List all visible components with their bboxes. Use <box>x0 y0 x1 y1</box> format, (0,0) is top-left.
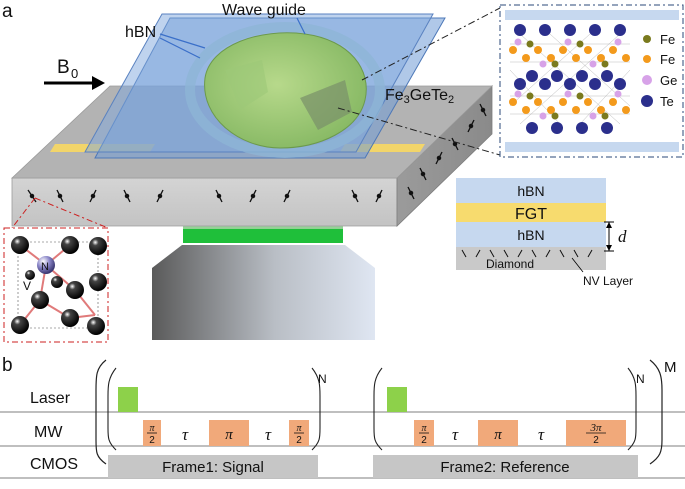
nv-layer-label: NV Layer <box>583 274 633 288</box>
atom-legend: Fe Fe Ge Te <box>641 32 677 109</box>
seq1-bracket-right <box>311 367 321 451</box>
outer-bracket-left <box>95 359 107 465</box>
legend-fe-orange: Fe <box>660 52 675 67</box>
legend-ge: Ge <box>660 73 677 88</box>
panel-a-label: a <box>2 1 13 22</box>
inset-hbn-bottom <box>505 142 679 152</box>
panel-b-label: b <box>2 355 13 376</box>
legend-marker-ge <box>642 75 652 85</box>
nv-cell-edges <box>17 241 99 329</box>
laser-spot <box>183 229 343 243</box>
seq2-laser-pulse <box>387 387 407 412</box>
panel-a: a <box>2 1 684 343</box>
stack-nv-arrows <box>461 249 593 258</box>
row-label-cmos: CMOS <box>30 456 78 473</box>
seq1-tau-1: τ <box>182 425 189 444</box>
fe-olive-atoms <box>526 40 609 120</box>
nv-layer-leader <box>571 257 584 273</box>
waveguide-label: Wave guide <box>222 2 306 19</box>
seq2-mw-pulse-3-den: 2 <box>593 435 599 446</box>
seq1-mw-pulse-2-label: π <box>225 427 233 443</box>
legend-marker-fe-orange <box>643 55 651 63</box>
stack-fgt-label: FGT <box>515 206 547 223</box>
hbn-leader-2 <box>159 37 201 59</box>
fgt-flake <box>204 32 367 149</box>
legend-marker-te <box>641 95 653 107</box>
seq1-mw-pulse-3-num: π <box>296 423 302 434</box>
seq1-bracket-left <box>107 367 117 451</box>
b0-subscript: 0 <box>71 66 78 81</box>
seq2-mw-pulse-2-label: π <box>494 427 502 443</box>
seq2-bracket-right <box>627 367 637 451</box>
distance-label: d <box>618 227 627 246</box>
seq2-mw-pulse-2 <box>478 420 518 446</box>
seq2-repeat-label: N <box>636 372 645 386</box>
seq2-mw-pulse-1-den: 2 <box>421 435 427 446</box>
seq1-mw-pulse-1-den: 2 <box>149 435 155 446</box>
sequence-signal: N π 2 τ π τ π 2 Frame1: Signal <box>107 367 327 478</box>
sequence-reference: N π 2 τ π τ 3π 2 Frame2: Reference <box>373 367 645 478</box>
stack-hbn-top <box>456 178 606 203</box>
objective-lens <box>152 245 375 340</box>
inset-connector-2 <box>337 107 501 156</box>
stack-diamond-label: Diamond <box>486 257 534 271</box>
layer-stack-diagram: hBN FGT hBN Diamond d NV Layer <box>456 178 633 288</box>
seq1-mw-pulse-1-num: π <box>149 423 155 434</box>
nv-inset-connector-2 <box>34 197 109 229</box>
carbon-atoms <box>11 236 107 335</box>
seq2-mw-pulse-3-num: 3π <box>589 422 602 434</box>
legend-fe-olive: Fe <box>660 32 675 47</box>
stack-hbn-top-label: hBN <box>517 183 544 199</box>
panel-b: b Laser MW CMOS M N π 2 τ π τ π <box>0 355 685 479</box>
ge-atoms <box>514 38 622 120</box>
seq1-repeat-label: N <box>318 372 327 386</box>
b0-arrow-head <box>92 76 105 90</box>
stack-fgt <box>456 203 606 222</box>
frame2-cmos <box>373 455 638 478</box>
distance-arrow-up <box>606 222 612 228</box>
legend-marker-fe-olive <box>643 35 651 43</box>
seq2-bracket-left <box>373 367 383 451</box>
seq2-mw-pulse-1-num: π <box>421 423 427 434</box>
hbn-leader-1 <box>159 33 206 49</box>
stack-hbn-bottom <box>456 222 606 247</box>
fe-orange-atoms <box>509 46 630 114</box>
outer-bracket-right <box>649 359 663 465</box>
stack-hbn-bottom-label: hBN <box>517 227 544 243</box>
b0-symbol: B <box>57 57 70 78</box>
nv-center-inset: N V <box>3 227 109 343</box>
distance-arrow-down <box>606 245 612 251</box>
nv-spin-arrows-side <box>407 103 487 200</box>
legend-te: Te <box>660 94 674 109</box>
row-label-laser: Laser <box>30 390 71 407</box>
vacancy-label: V <box>23 279 31 293</box>
nitrogen-atom <box>37 256 55 274</box>
b0-field: B 0 <box>44 57 105 90</box>
seq1-mw-pulse-3-den: 2 <box>296 435 302 446</box>
outer-repeat-label: M <box>664 359 677 376</box>
nv-spin-arrows-front <box>27 189 383 203</box>
waveguide-ring <box>185 22 385 158</box>
nitrogen-label: N <box>41 261 49 273</box>
te-atoms <box>514 24 626 134</box>
seq2-tau-2: τ <box>538 425 545 444</box>
seq2-tau-1: τ <box>452 425 459 444</box>
fgt-formula-label: Fe3GeTe2 <box>385 87 454 106</box>
frame1-label: Frame1: Signal <box>162 459 264 476</box>
seq1-mw-pulse-2 <box>209 420 249 446</box>
inset-connector-1 <box>361 7 501 81</box>
frame2-label: Frame2: Reference <box>440 459 569 476</box>
frame1-cmos <box>108 455 318 478</box>
crystal-structure-inset: Fe Fe Ge Te <box>499 4 684 158</box>
waveguide-leader <box>296 17 306 35</box>
nv-inset-connector <box>11 197 36 229</box>
inset-hbn-top <box>505 10 679 20</box>
seq1-laser-pulse <box>118 387 138 412</box>
row-label-mw: MW <box>34 424 63 441</box>
seq1-tau-2: τ <box>265 425 272 444</box>
hbn-callout-label: hBN <box>125 24 156 41</box>
stack-diamond <box>456 247 606 270</box>
